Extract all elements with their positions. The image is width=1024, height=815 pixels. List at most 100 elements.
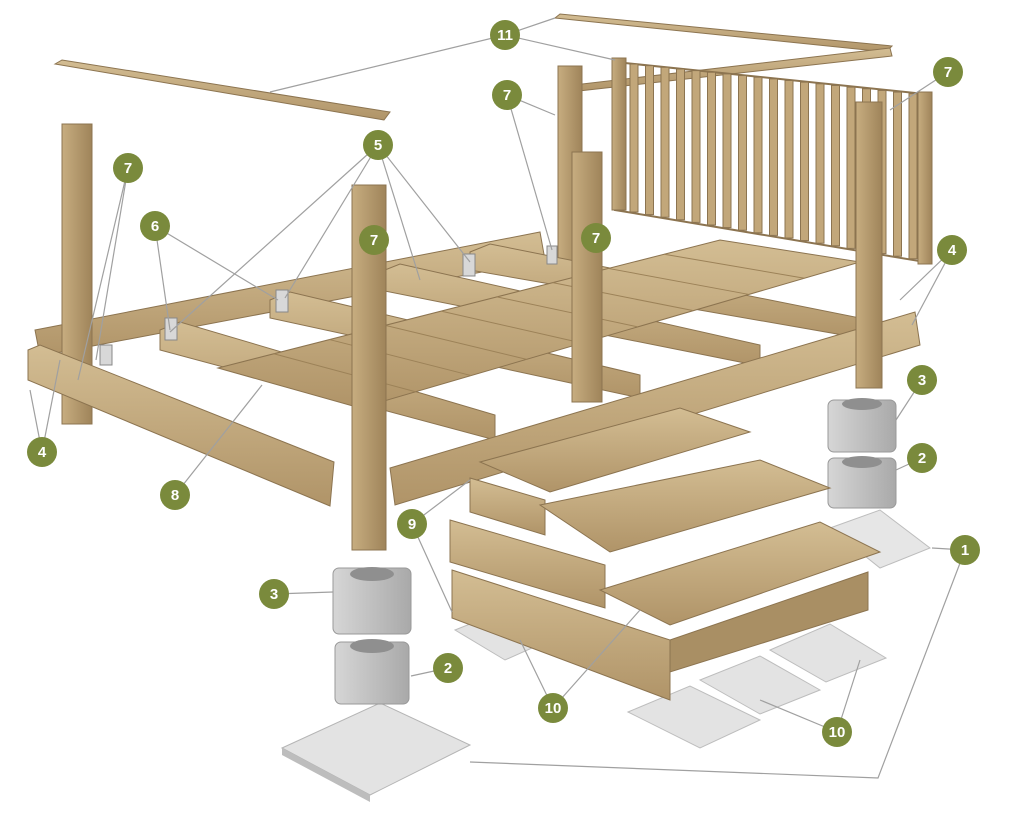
baluster xyxy=(629,63,639,213)
baluster xyxy=(831,84,840,247)
pad-large-left xyxy=(280,702,472,796)
baluster xyxy=(645,65,654,216)
callout-10b: 10 xyxy=(822,717,852,747)
callout-2b: 2 xyxy=(433,653,463,683)
hanger-4 xyxy=(99,344,113,366)
leader-10b xyxy=(552,609,641,709)
hanger-3 xyxy=(462,253,476,277)
side-beam-left xyxy=(27,344,335,507)
baluster xyxy=(800,81,809,242)
callout-3b-label: 3 xyxy=(270,586,278,603)
leader-5c xyxy=(377,144,421,281)
callout-8-label: 8 xyxy=(171,487,179,504)
baluster xyxy=(738,75,747,231)
callout-3a: 3 xyxy=(907,365,937,395)
callout-2a-label: 2 xyxy=(918,450,926,467)
leader-1b xyxy=(469,549,966,779)
callout-6: 6 xyxy=(140,211,170,241)
block-left-upper-hole xyxy=(350,567,394,581)
baluster xyxy=(769,78,778,236)
deck-board-line xyxy=(273,353,416,393)
callout-3a-label: 3 xyxy=(918,372,926,389)
callout-7b-circle xyxy=(492,80,522,110)
callout-9: 9 xyxy=(397,509,427,539)
callout-4a: 4 xyxy=(27,437,57,467)
callout-1: 1 xyxy=(950,535,980,565)
block-right-lower-hole xyxy=(842,456,882,468)
callout-3b-circle xyxy=(259,579,289,609)
step-riser-side xyxy=(669,571,869,673)
callout-7e-circle xyxy=(933,57,963,87)
callout-1-label: 1 xyxy=(961,542,969,559)
post-front-right xyxy=(855,101,883,389)
baluster xyxy=(784,80,794,239)
block-left-lower-hole xyxy=(350,639,394,653)
leader-5b xyxy=(284,144,379,299)
callout-7c-circle xyxy=(359,225,389,255)
step-riser-bottom xyxy=(451,569,671,701)
callout-4b-circle xyxy=(937,235,967,265)
deck-board-line xyxy=(496,296,638,328)
step-stringer-back xyxy=(469,477,546,536)
callout-2b-label: 2 xyxy=(444,660,452,677)
baluster xyxy=(815,83,825,244)
callout-7b-label: 7 xyxy=(503,87,511,104)
callout-9-label: 9 xyxy=(408,516,416,533)
step-riser-mid xyxy=(449,519,606,609)
baluster xyxy=(846,86,856,249)
deck-board-lines xyxy=(273,253,805,393)
callout-11-circle xyxy=(490,20,520,50)
leader-6a xyxy=(154,225,171,331)
deck-board-line xyxy=(664,253,805,279)
baluster xyxy=(691,70,701,223)
leader-5a xyxy=(169,144,379,333)
callout-11-label: 11 xyxy=(497,27,513,44)
leader-5d xyxy=(377,144,471,263)
callout-7e: 7 xyxy=(933,57,963,87)
callout-10a-circle xyxy=(538,693,568,723)
callout-1-circle xyxy=(950,535,980,565)
callout-10b-label: 10 xyxy=(829,724,846,741)
baluster xyxy=(676,68,685,221)
back-railing-panel xyxy=(611,57,933,265)
callout-10b-circle xyxy=(822,717,852,747)
step-bottom-tread xyxy=(598,521,882,626)
deck-board-line xyxy=(441,310,583,344)
pad-large-left-edge xyxy=(282,748,370,802)
callout-7d-circle xyxy=(581,223,611,253)
callout-7d-label: 7 xyxy=(592,230,600,247)
railing-post-right xyxy=(917,91,933,265)
steps xyxy=(449,407,882,701)
callout-7a: 7 xyxy=(113,153,143,183)
baluster xyxy=(753,76,763,234)
callout-7e-label: 7 xyxy=(944,64,952,81)
callout-7a-circle xyxy=(113,153,143,183)
callout-6-label: 6 xyxy=(151,218,159,235)
baluster xyxy=(722,73,732,229)
leader-9b xyxy=(411,523,453,613)
baluster xyxy=(660,66,670,218)
callout-5-circle xyxy=(363,130,393,160)
baluster xyxy=(908,93,918,260)
callout-2a: 2 xyxy=(907,443,937,473)
leader-7a2 xyxy=(77,167,129,381)
callout-7c-label: 7 xyxy=(370,232,378,249)
hanger-1 xyxy=(164,317,178,341)
callout-6-circle xyxy=(140,211,170,241)
rail-left xyxy=(53,59,391,121)
callout-3a-circle xyxy=(907,365,937,395)
callout-8-circle xyxy=(160,480,190,510)
leader-7a xyxy=(95,167,129,361)
hanger-2 xyxy=(275,289,289,313)
callout-10a: 10 xyxy=(538,693,568,723)
joist-hangers xyxy=(99,245,558,366)
block-right-upper-hole xyxy=(842,398,882,410)
callout-3b: 3 xyxy=(259,579,289,609)
leader-4a2 xyxy=(41,359,61,453)
callouts: 11 7 7 7 7 7 5 6 xyxy=(27,20,980,747)
callout-7d: 7 xyxy=(581,223,611,253)
callout-4a-label: 4 xyxy=(38,444,47,461)
railing-post-left xyxy=(611,57,627,211)
hanger-5 xyxy=(546,245,558,265)
